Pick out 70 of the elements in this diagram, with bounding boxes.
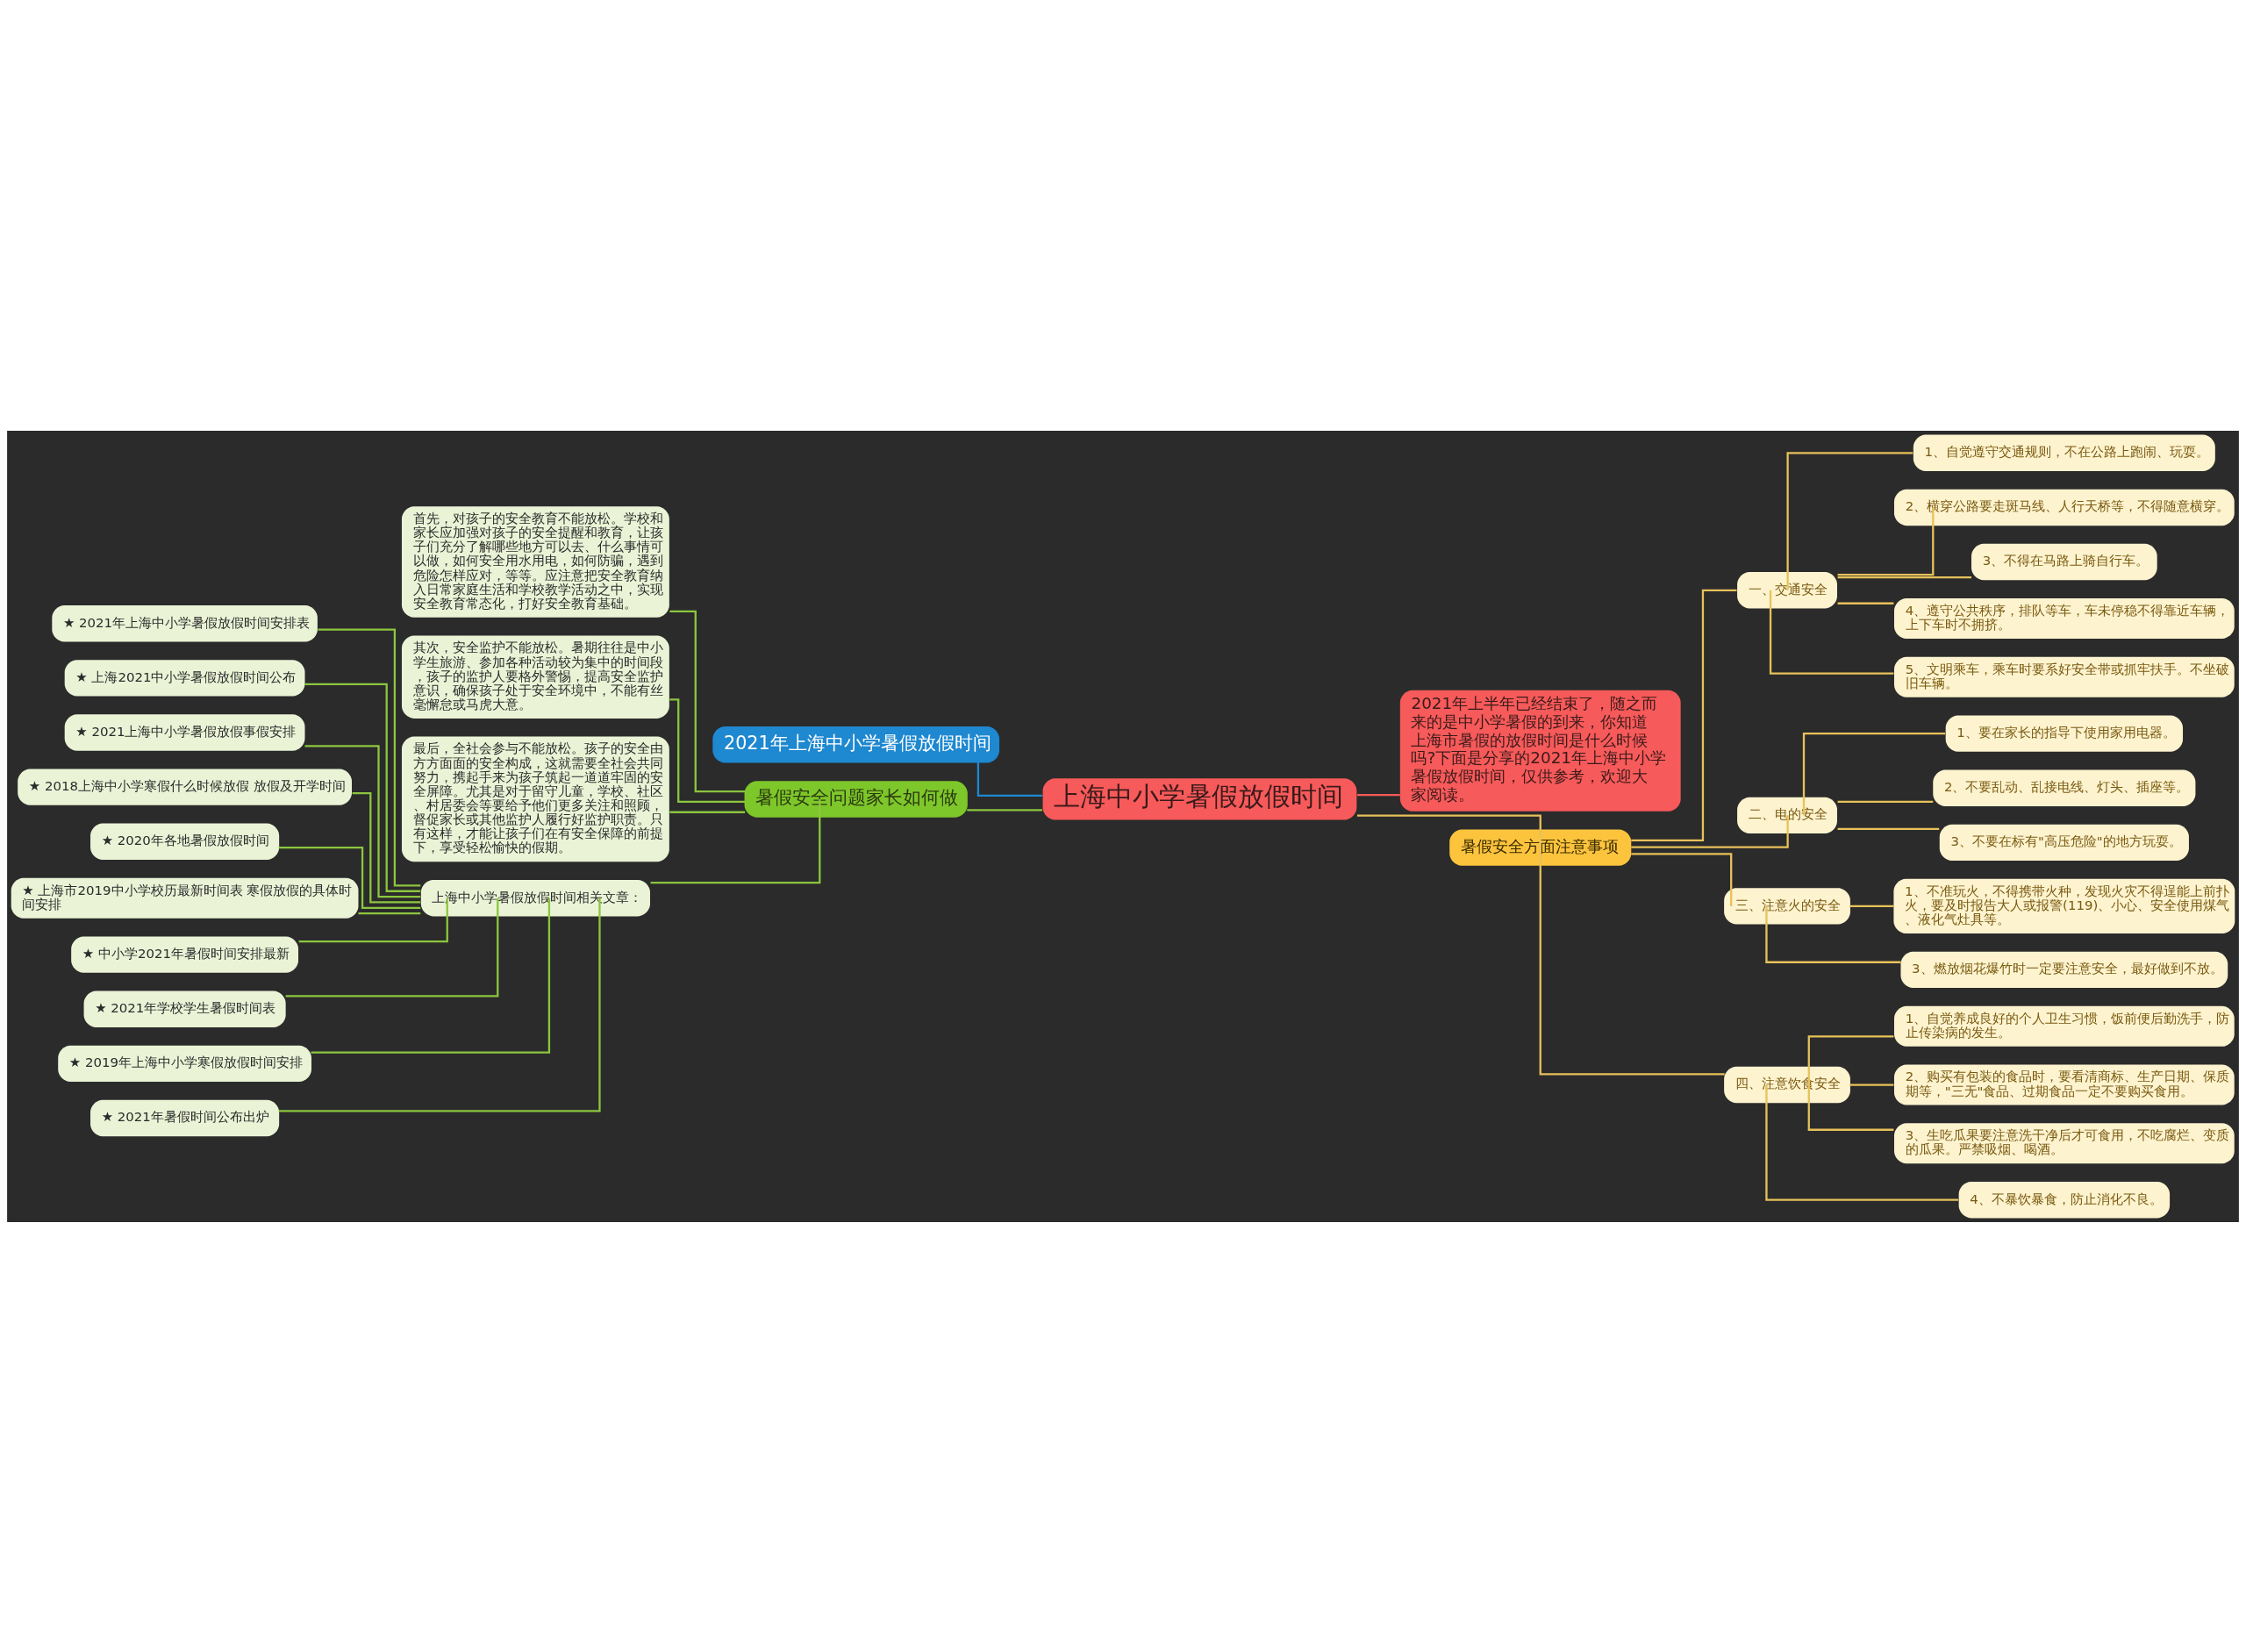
- node-box: 4、遵守公共秩序，排队等车，车未停稳不得靠近车辆，上下车时不拥挤。: [1894, 597, 2235, 639]
- node-box: ★ 2021年暑假时间公布出炉: [90, 1099, 280, 1136]
- connector: [298, 898, 448, 942]
- connector: [650, 798, 821, 883]
- node-box: ★ 2018上海中小学寒假什么时候放假 放假及开学时间: [18, 768, 352, 805]
- connector: [1539, 847, 1725, 1076]
- connector: [1807, 1034, 1894, 1085]
- node-box: 首先，对孩子的安全教育不能放松。学校和家长应加强对孩子的安全提醒和教育，让孩子们充分了解哪些地方可以去、什么事情可以做，如何安全用水用电，如何防骗，遇到危险怎样应对，等等。应注意把安全教育纳入日常家庭生活和学校教学活动之中，实现安全教育常态化，打好安全教育基础。: [401, 505, 669, 618]
- connector: [1765, 905, 1901, 963]
- node-box: ★ 中小学2021年暑假时间安排最新: [71, 935, 299, 973]
- connector: [1631, 814, 1789, 848]
- node-box: 2、不要乱动、乱接电线、灯头、插座等。: [1933, 769, 2196, 806]
- node-box: 1、不准玩火，不得携带火种，发现火灾不得逞能上前扑火，要及时报告大人或报警(119)、小心、安全使用煤气、液化气灶具等。: [1893, 878, 2235, 933]
- connector: [318, 628, 421, 886]
- connector: [304, 683, 421, 892]
- node-box: 2021年上海中小学暑假放假时间: [712, 726, 1000, 762]
- connector: [1786, 451, 1913, 590]
- connector: [976, 744, 1042, 797]
- connector: [1837, 800, 1934, 803]
- connector: [1802, 732, 1946, 815]
- connector: [1631, 589, 1737, 841]
- node-box: ★ 2021年上海中小学暑假放假时间安排表: [52, 604, 318, 641]
- node-box: 2、横穿公路要走斑马线、人行天桥等，不得随意横穿。: [1894, 489, 2235, 526]
- node-box: 3、生吃瓜果要注意洗干净后才可食用，不吃腐烂、变质的瓜果。严禁吸烟、喝酒。: [1894, 1122, 2235, 1163]
- connector: [1807, 1084, 1894, 1131]
- node-box: 四、注意饮食安全: [1724, 1066, 1850, 1103]
- node-box: 最后，全社会参与不能放松。孩子的安全由方方面面的安全构成，这就需要全社会共同努力，携起手来为孩子筑起一道道牢固的安全屏障。尤其是对于留守儿童，学校、社区、村居委会等要给予他们更多关注和照顾，督促家长或其他监护人履行好监护职责。只有这样，才能让孩子们在有安全保障的前提下，享受轻松愉快的假期。: [401, 736, 669, 862]
- node-box: ★ 2021上海中小学暑假放假事假安排: [64, 713, 305, 751]
- connector: [669, 697, 746, 803]
- connector: [304, 744, 421, 898]
- node-box: 2021年上半年已经结束了，随之而来的是中小学暑假的到来，你知道上海市暑假的放假时间是什么时候吗?下面是分享的2021年上海中小学暑假放假时间，仅供参考，欢迎大家阅读。: [1399, 690, 1681, 812]
- node-box: 1、自觉养成良好的个人卫生习惯，饭前便后勤洗手，防止传染病的发生。: [1894, 1005, 2235, 1047]
- node-box: 暑假安全方面注意事项: [1449, 828, 1632, 866]
- node-box: 2、购买有包装的食品时，要看清商标、生产日期、保质期等，"三无"食品、过期食品一定不要购买食用。: [1894, 1064, 2235, 1105]
- node-box: 1、要在家长的指导下使用家用电器。: [1945, 714, 2184, 752]
- node-box: ★ 2020年各地暑假放假时间: [90, 823, 280, 860]
- connector: [967, 808, 1042, 811]
- node-box: 三、注意火的安全: [1724, 887, 1850, 925]
- connector: [1356, 793, 1400, 796]
- connector: [1631, 852, 1733, 906]
- connector: [358, 912, 421, 914]
- connector: [278, 898, 601, 1112]
- connector: [1769, 590, 1894, 675]
- node-box: ★ 2021年学校学生暑假时间表: [83, 990, 286, 1027]
- node-box: 1、自觉遵守交通规则，不在公路上跑闹、玩耍。: [1913, 434, 2215, 471]
- connector: [278, 846, 421, 909]
- node-box: ★ 上海市2019中小学校历最新时间表 寒假放假的具体时间安排: [11, 877, 359, 919]
- connector: [1849, 905, 1894, 907]
- node-box: 3、燃放烟花爆竹时一定要注意安全，最好做到不放。: [1900, 951, 2228, 988]
- node-box: 4、不暴饮暴食，防止消化不良。: [1958, 1181, 2171, 1218]
- node-box: 3、不得在马路上骑自行车。: [1971, 543, 2157, 580]
- node-box: 一、交通安全: [1737, 571, 1837, 608]
- connector: [1765, 1084, 1959, 1201]
- node-box: ★ 2019年上海中小学寒假放假时间安排: [58, 1045, 311, 1082]
- node-box: 3、不要在标有"高压危险"的地方玩耍。: [1939, 824, 2189, 861]
- connector: [285, 898, 499, 997]
- connector: [1837, 602, 1894, 604]
- connector: [352, 791, 421, 904]
- node-box: 二、电的安全: [1737, 797, 1837, 833]
- node-box: 其次，安全监护不能放松。暑期往往是中小学生旅游、参加各种活动较为集中的时间段，孩子的监护人要格外警惕，提高安全监护意识，确保孩子处于安全环境中，不能有丝毫懈怠或马虎大意。: [401, 635, 669, 719]
- node-box: 上海中小学暑假放假时间: [1042, 777, 1357, 819]
- connector: [1837, 576, 1971, 578]
- node-box: 5、文明乘车，乘车时要系好安全带或抓牢扶手。不坐破旧车辆。: [1894, 656, 2235, 697]
- node-box: ★ 上海2021中小学暑假放假时间公布: [64, 659, 305, 697]
- connector: [1837, 827, 1940, 830]
- connector: [1849, 1083, 1894, 1086]
- connector: [1356, 814, 1541, 847]
- connector: [311, 898, 551, 1054]
- connector: [1837, 506, 1935, 576]
- connector: [669, 811, 746, 813]
